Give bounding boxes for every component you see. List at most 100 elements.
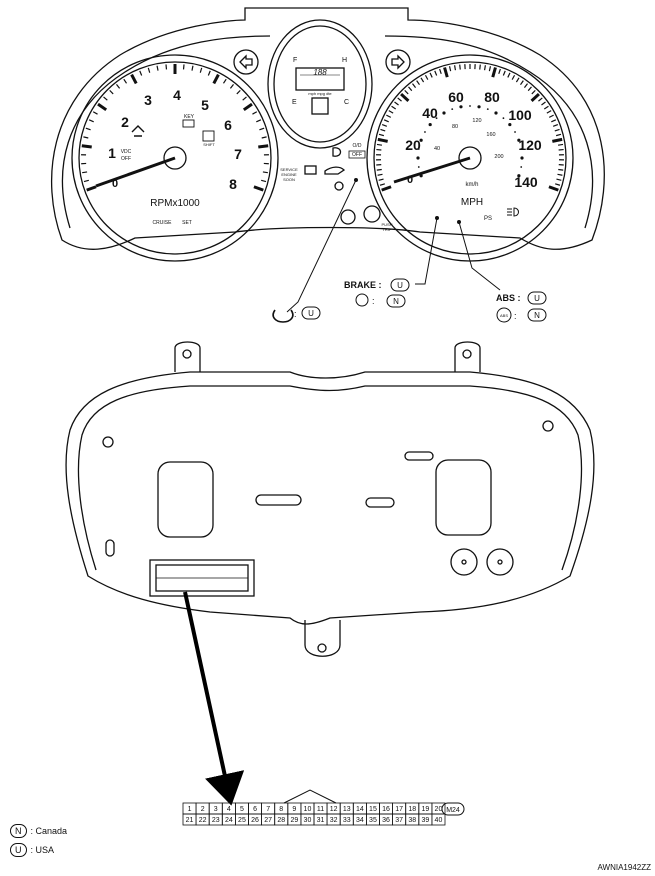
dial-tick (92, 111, 98, 115)
door-icon (334, 181, 344, 191)
speedo-label-140: 140 (514, 174, 538, 190)
dial-tick (515, 77, 520, 83)
kmh-tick (416, 156, 420, 160)
dial-tick (222, 78, 227, 84)
connector-pin-number: 11 (317, 806, 324, 813)
dial-tick (551, 119, 557, 123)
dial-tick (541, 101, 546, 106)
dial-tick (377, 137, 388, 143)
right-turn-signal (385, 49, 411, 75)
tach-ticks (81, 64, 269, 192)
speedo-needle (393, 156, 471, 184)
fuel-empty-label: E (292, 99, 297, 106)
dial-tick (81, 144, 92, 149)
dial-tick (394, 101, 399, 106)
tach-label-3: 3 (144, 92, 152, 108)
kmh-scale: 40 80 120 160 200 (434, 118, 504, 160)
connector-pin-number: 14 (356, 806, 364, 813)
kmh-tick (520, 166, 523, 168)
dial-tick (139, 70, 143, 76)
tpms-colon: : (294, 309, 297, 319)
vdc-indicator: VDC (121, 149, 132, 155)
left-window (157, 461, 214, 538)
kmh-label-160: 160 (486, 132, 495, 138)
dial-tick (543, 105, 549, 110)
connector-pin-number: 28 (277, 817, 285, 824)
connector-pin-number: 38 (408, 817, 416, 824)
brake-u-badge (390, 278, 410, 292)
dial-tick (379, 183, 385, 186)
dial-tick (253, 185, 264, 192)
tach-label-7: 7 (234, 146, 242, 162)
tach-label-4: 4 (173, 87, 181, 103)
kmh-tick (514, 131, 516, 133)
dial-tick (378, 133, 385, 137)
oil-icon (324, 166, 346, 175)
connector-pin-number: 1 (188, 806, 192, 813)
dial-tick (416, 80, 420, 86)
dial-tick (548, 185, 559, 192)
dial-tick (109, 89, 114, 95)
dial-tick (555, 183, 561, 186)
speedo-label-0: 0 (407, 174, 413, 186)
figure-code: AWNIA1942ZZ (597, 863, 652, 872)
kmh-tick (469, 105, 471, 107)
mph-unit: MPH (461, 197, 483, 208)
service-icon (340, 209, 356, 225)
odometer-value: 188 (313, 68, 327, 77)
dial-tick (378, 178, 384, 181)
dial-tick (448, 66, 452, 72)
left-mount-tab (174, 341, 201, 372)
dial-tick (429, 72, 433, 78)
tach-unit: RPMx1000 (150, 198, 200, 209)
tach-label-1: 1 (108, 145, 116, 161)
speedo-label-80: 80 (484, 89, 500, 105)
connector-pin-number: 16 (382, 806, 390, 813)
kmh-tick (502, 117, 505, 120)
dial-tick (538, 97, 543, 102)
fuel-full-label: F (293, 57, 297, 64)
dial-tick (557, 173, 563, 176)
connector-pin-number: 20 (435, 806, 443, 813)
tach-label-5: 5 (201, 97, 209, 113)
dial-tick (556, 178, 562, 181)
key-indicator: KEY (184, 114, 195, 120)
rear-housing (65, 371, 595, 625)
dial-tick (552, 123, 559, 127)
connector-pin-number: 13 (343, 806, 351, 813)
push-trip-line2: TRIP (382, 227, 391, 232)
connector-id: M24 (446, 807, 460, 814)
abs-u: U (534, 294, 540, 303)
connector-id-badge (441, 802, 465, 816)
dial-tick (242, 102, 253, 112)
dial-tick (404, 89, 409, 95)
kmh-tick (517, 138, 521, 142)
connector-pin-number: 24 (225, 817, 233, 824)
dial-tick (412, 83, 417, 88)
odometer-lcd (295, 67, 345, 91)
dial-tick (459, 64, 461, 70)
tach-label-8: 8 (229, 176, 237, 192)
kmh-tick (435, 117, 438, 120)
dial-tick (147, 67, 151, 73)
dial-tick (454, 65, 457, 71)
dial-tick (548, 114, 554, 118)
connector-pin-number: 12 (330, 806, 338, 813)
dial-tick (380, 128, 386, 132)
dial-tick (262, 171, 268, 174)
connector-pin-number: 36 (382, 817, 390, 824)
speedo-ticks (376, 64, 564, 192)
dial-tick (376, 143, 383, 146)
dial-tick (212, 73, 220, 85)
kmh-tick (417, 148, 420, 150)
dial-tick (83, 179, 89, 183)
connector-pin-number: 7 (266, 806, 270, 813)
kmh-ticks (416, 105, 524, 178)
brake-u: U (397, 281, 403, 290)
kmh-tick (428, 122, 432, 127)
dial-tick (376, 168, 382, 171)
abs-warning-icon (496, 307, 512, 323)
connector-pin-cell (431, 813, 446, 826)
seatbelt-lcd (311, 97, 329, 115)
